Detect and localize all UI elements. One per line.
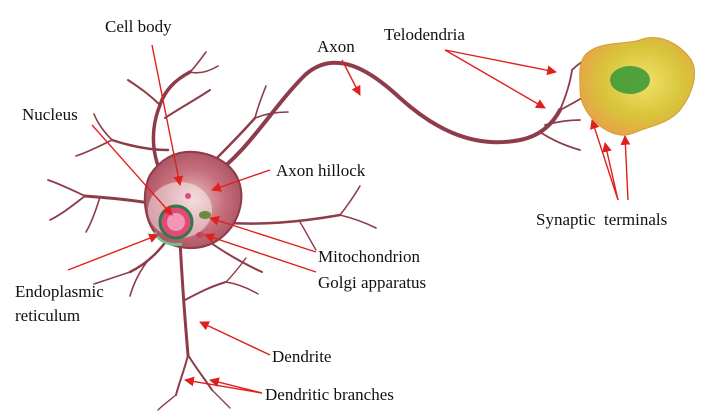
label-mitochondrion: Mitochondrion bbox=[318, 247, 420, 266]
axon-fiber bbox=[210, 63, 560, 178]
label-dendritic-branches: Dendritic branches bbox=[265, 385, 394, 404]
label-axon: Axon bbox=[317, 37, 355, 56]
target-cell bbox=[580, 38, 695, 136]
label-telodendria: Telodendria bbox=[384, 25, 465, 44]
label-nucleus: Nucleus bbox=[22, 105, 78, 124]
label-synaptic-terminals: Synaptic terminals bbox=[536, 210, 667, 229]
label-endoplasmic: Endoplasmic bbox=[15, 282, 104, 301]
label-reticulum: reticulum bbox=[15, 306, 80, 325]
label-cell-body: Cell body bbox=[105, 17, 172, 36]
label-golgi-apparatus: Golgi apparatus bbox=[318, 273, 426, 292]
label-dendrite: Dendrite bbox=[272, 347, 331, 366]
label-axon-hillock: Axon hillock bbox=[276, 161, 366, 180]
